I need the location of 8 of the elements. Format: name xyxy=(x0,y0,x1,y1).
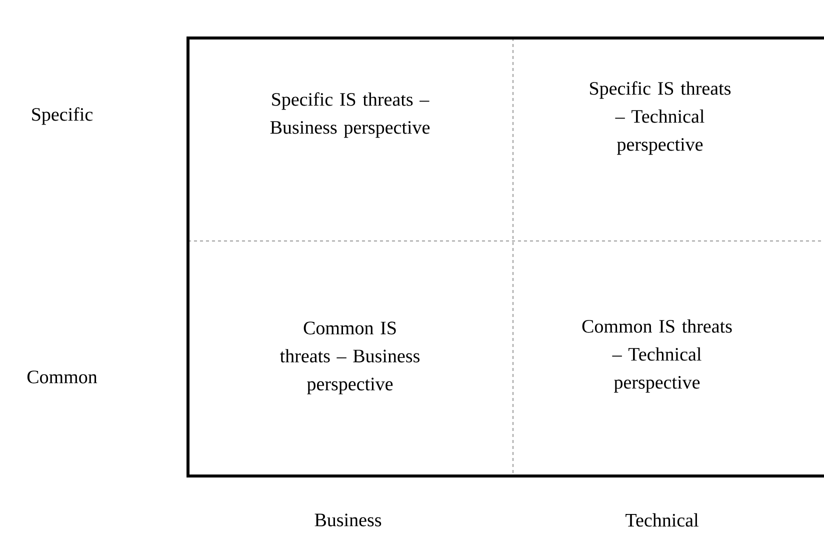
axis-label: Business xyxy=(314,514,382,526)
cell-text: Specific IS threats – Technical perspective xyxy=(590,81,731,155)
cell-text: Specific IS threats – Business perspective xyxy=(270,92,430,138)
axis-label: Common xyxy=(27,370,98,384)
cell-text: Common IS threats – Business perspective xyxy=(280,322,420,394)
axis-label: Specific xyxy=(32,107,93,125)
axis-label: Technical xyxy=(626,513,698,527)
cell-text: Common IS threats – Technical perspective xyxy=(582,319,732,393)
